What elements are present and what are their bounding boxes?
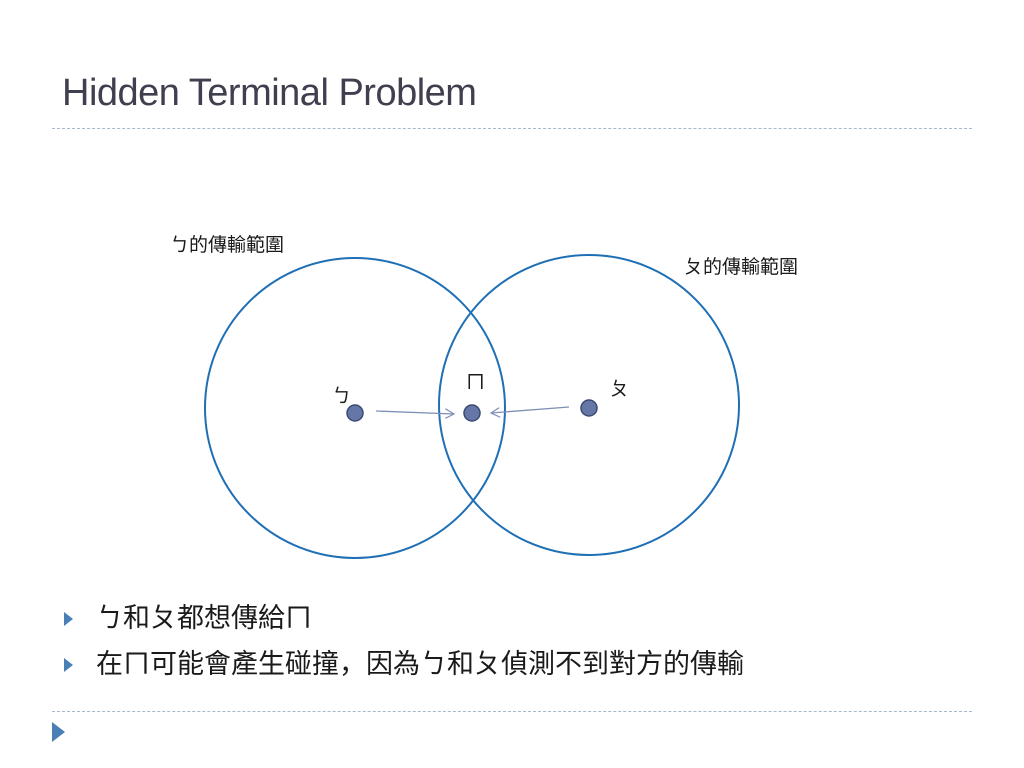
node-b-label: ㄆ bbox=[610, 378, 629, 400]
slide-title: Hidden Terminal Problem bbox=[62, 72, 477, 114]
transmission-range-a bbox=[204, 257, 506, 559]
title-divider bbox=[52, 128, 972, 129]
bullet-list: ㄅ和ㄆ都想傳給ㄇ 在ㄇ可能會產生碰撞，因為ㄅ和ㄆ偵測不到對方的傳輸 bbox=[62, 598, 744, 690]
bullet-triangle-icon bbox=[64, 612, 73, 626]
footer-triangle-icon bbox=[52, 722, 65, 742]
bullet-item: ㄅ和ㄆ都想傳給ㄇ bbox=[62, 598, 744, 644]
bullet-item: 在ㄇ可能會產生碰撞，因為ㄅ和ㄆ偵測不到對方的傳輸 bbox=[62, 644, 744, 690]
node-m bbox=[463, 404, 481, 422]
node-m-label: ㄇ bbox=[466, 371, 485, 393]
node-b bbox=[580, 399, 598, 417]
arrow-a-to-m bbox=[375, 411, 454, 414]
range-label-b: ㄆ的傳輸範圍 bbox=[684, 256, 798, 278]
range-label-a: ㄅ的傳輸範圍 bbox=[170, 234, 284, 256]
bullet-triangle-icon bbox=[64, 658, 73, 672]
arrow-b-to-m bbox=[491, 406, 570, 413]
footer-divider bbox=[52, 711, 972, 712]
bullet-text: 在ㄇ可能會產生碰撞，因為ㄅ和ㄆ偵測不到對方的傳輸 bbox=[96, 649, 744, 680]
bullet-text: ㄅ和ㄆ都想傳給ㄇ bbox=[96, 603, 312, 634]
transmission-range-b bbox=[438, 254, 740, 556]
node-a bbox=[346, 404, 364, 422]
node-a-label: ㄅ bbox=[332, 385, 351, 407]
